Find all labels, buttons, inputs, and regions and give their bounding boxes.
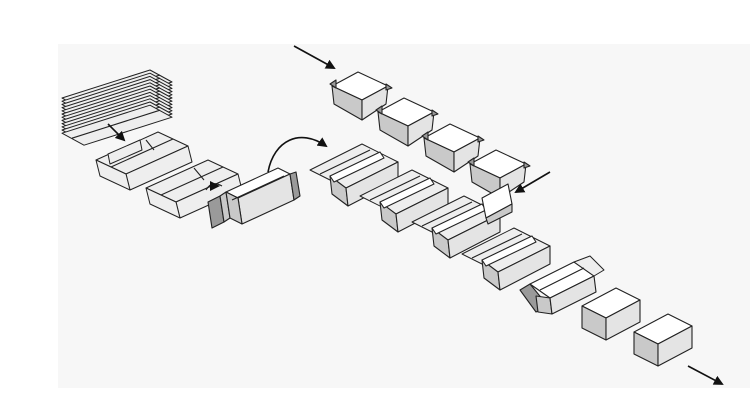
product-pack-icon — [329, 71, 393, 121]
product-pack-icon — [375, 97, 439, 147]
closing-box-icon — [519, 255, 605, 315]
transfer-arrow-icon — [267, 136, 328, 173]
product-infeed-arrow-icon — [514, 171, 551, 194]
product-pack-icon — [467, 149, 531, 199]
outfeed-arrow-icon — [687, 365, 724, 385]
product-packs — [329, 71, 531, 199]
feed-arrow-icon — [107, 123, 126, 142]
open-tray-icon — [461, 227, 551, 291]
open-tray-icon — [359, 169, 449, 233]
flat-blank-icon — [145, 159, 243, 219]
erected-sleeve-icon — [207, 167, 301, 229]
closed-box-icon — [581, 287, 641, 341]
product-pack-icon — [421, 123, 485, 173]
open-tray-icon — [411, 183, 513, 259]
product-infeed-arrow-icon — [293, 45, 336, 69]
open-tray-line — [309, 143, 551, 291]
flat-blank-icon — [95, 131, 193, 191]
blank-layer — [61, 104, 173, 146]
closed-box-icon — [633, 313, 693, 367]
flat-blank-stack-icon — [61, 69, 173, 146]
